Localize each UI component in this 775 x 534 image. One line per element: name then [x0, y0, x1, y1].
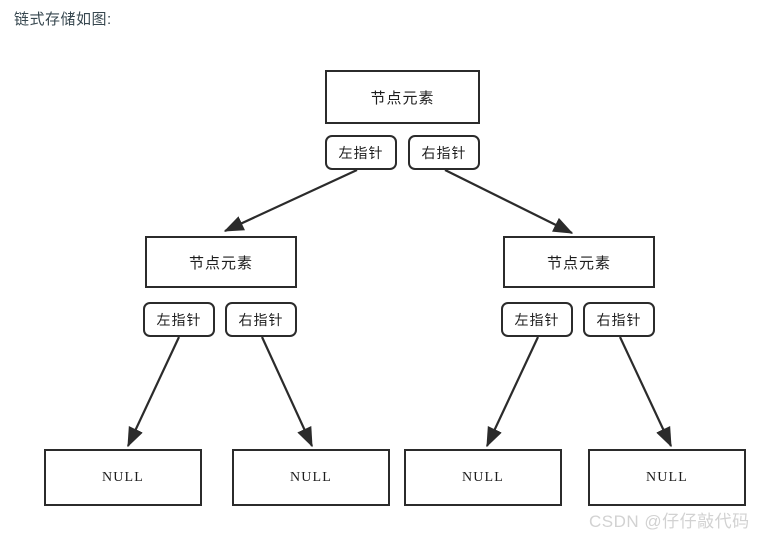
left-child-node-element: 节点元素: [145, 236, 297, 288]
root-left-pointer: 左指针: [325, 135, 397, 170]
left-child-left-pointer: 左指针: [143, 302, 215, 337]
right-child-node-element: 节点元素: [503, 236, 655, 288]
root-right-pointer: 右指针: [408, 135, 480, 170]
null-leaf-3: NULL: [404, 449, 562, 506]
null-leaf-4: NULL: [588, 449, 746, 506]
csdn-watermark: CSDN @仔仔敲代码: [589, 512, 750, 531]
arrow-left-child-left: [127, 336, 180, 448]
root-node-element: 节点元素: [325, 70, 480, 124]
null-leaf-2: NULL: [232, 449, 390, 506]
arrow-right-child-right: [619, 336, 672, 448]
arrow-root-left: [223, 169, 358, 232]
right-child-right-pointer: 右指针: [583, 302, 655, 337]
left-child-right-pointer: 右指针: [225, 302, 297, 337]
arrow-root-right: [444, 169, 574, 234]
page-title: 链式存储如图:: [14, 11, 112, 28]
arrow-left-child-right: [261, 336, 313, 448]
right-child-left-pointer: 左指针: [501, 302, 573, 337]
arrow-right-child-left: [486, 336, 539, 448]
null-leaf-1: NULL: [44, 449, 202, 506]
